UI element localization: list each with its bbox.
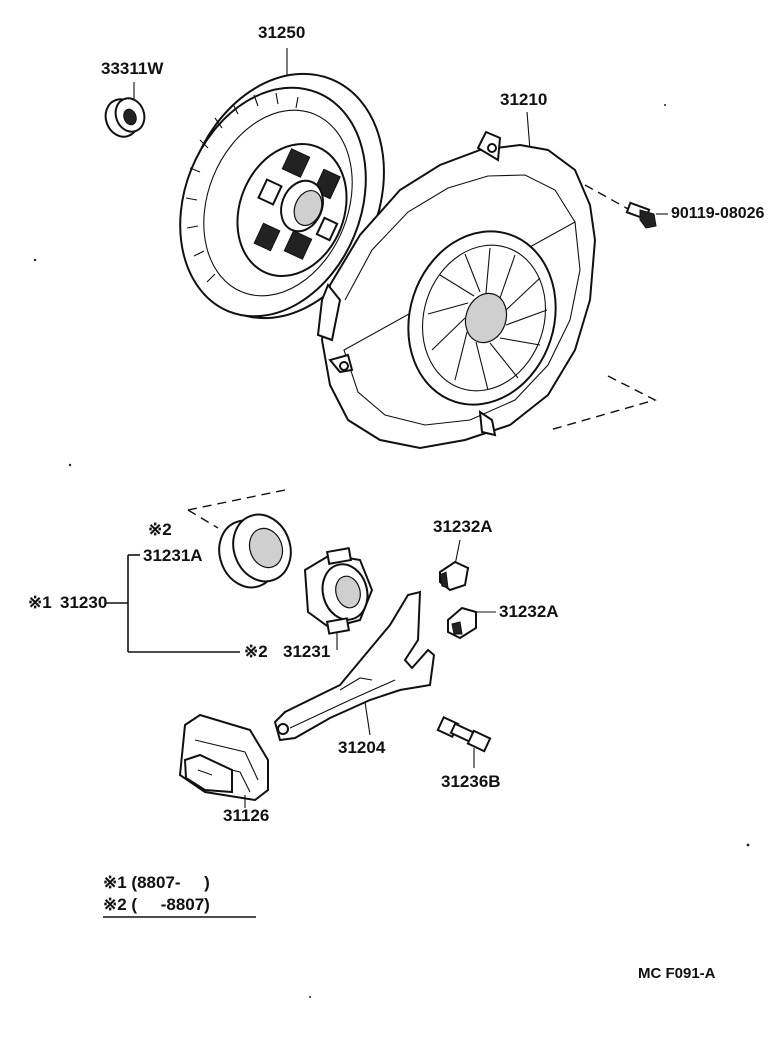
release-fork-drawing — [273, 590, 436, 742]
release-bearing-drawing — [187, 489, 292, 589]
fork-clip-lower-drawing — [447, 606, 496, 640]
label-release-bearing: 31231A — [143, 546, 203, 565]
label-bearing-hub-mark: ※1 — [28, 593, 52, 612]
cover-bolt-drawing — [625, 201, 668, 229]
label-release-fork: 31204 — [338, 738, 386, 757]
label-fork-support: 31236B — [441, 772, 501, 791]
label-release-bearing-mark: ※2 — [148, 520, 172, 539]
label-pilot-bearing: 33311W — [101, 59, 164, 78]
part-group-bracket — [106, 554, 240, 653]
pilot-bearing-drawing — [104, 82, 146, 138]
label-bearing-hub-alt: 31231 — [283, 642, 331, 661]
clutch-disc-drawing — [179, 48, 385, 320]
label-clutch-disc: 31250 — [258, 23, 306, 42]
label-fork-clip-lower: 31232A — [499, 602, 559, 621]
label-clutch-cover: 31210 — [500, 90, 548, 109]
note-production-date-2: ※2 ( -8807) — [103, 895, 210, 914]
fork-clip-upper-drawing — [439, 539, 470, 592]
fork-support-drawing — [436, 715, 492, 768]
label-bearing-hub-alt-mark: ※2 — [244, 642, 268, 661]
bearing-hub-drawing — [303, 547, 374, 650]
scan-specks — [33, 104, 750, 998]
diagram-code: MC F091-A — [638, 965, 716, 982]
label-bearing-hub-assy: 31230 — [60, 593, 108, 612]
label-cover-bolt: 90119-08026 — [671, 205, 765, 222]
boot-drawing — [178, 713, 269, 808]
label-fork-clip-upper: 31232A — [433, 517, 493, 536]
label-boot: 31126 — [223, 806, 270, 825]
clutch-cover-drawing — [316, 111, 657, 450]
note-production-date-1: ※1 (8807- ) — [103, 873, 210, 892]
